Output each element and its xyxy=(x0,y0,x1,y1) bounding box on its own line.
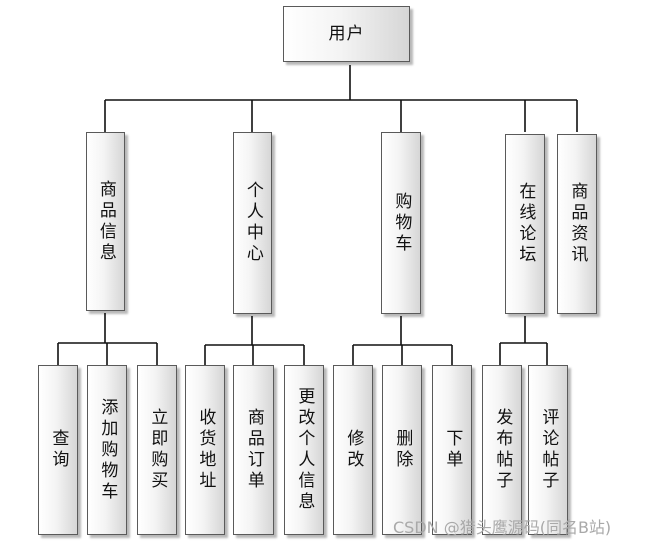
leaf-add-cart: 添加购物车 xyxy=(87,365,127,535)
connector-forum-children xyxy=(499,316,548,365)
leaf-comment-post-label: 评论帖子 xyxy=(538,408,559,492)
root-user-label: 用户 xyxy=(328,23,365,44)
module-goods-news: 商品资讯 xyxy=(557,134,597,314)
module-forum-label: 在线论坛 xyxy=(515,182,536,266)
leaf-add-cart-label: 添加购物车 xyxy=(97,397,118,503)
root-user: 用户 xyxy=(283,6,410,62)
watermark-text: CSDN @猎头鹰源码(同名B站) xyxy=(393,518,612,537)
leaf-buy-now-label: 立即购买 xyxy=(147,408,168,492)
module-personal-center-label: 个人中心 xyxy=(242,181,263,265)
connector-personal-center-children xyxy=(204,316,305,365)
leaf-shipping-address: 收货地址 xyxy=(185,365,225,535)
leaf-delete: 删除 xyxy=(382,365,422,535)
module-personal-center: 个人中心 xyxy=(233,132,272,314)
module-goods-info-label: 商品信息 xyxy=(95,179,116,264)
module-goods-info: 商品信息 xyxy=(86,132,125,311)
leaf-buy-now: 立即购买 xyxy=(137,365,177,535)
connector-cart-children xyxy=(352,316,453,365)
leaf-publish-post-label: 发布帖子 xyxy=(492,408,513,492)
leaf-modify: 修改 xyxy=(333,365,373,535)
leaf-search-label: 查询 xyxy=(48,429,69,471)
leaf-place-order: 下单 xyxy=(432,365,472,535)
leaf-delete-label: 删除 xyxy=(392,429,413,471)
leaf-edit-personal-info: 更改个人信息 xyxy=(284,365,324,535)
leaf-shipping-address-label: 收货地址 xyxy=(195,408,216,492)
module-cart-label: 购物车 xyxy=(391,191,412,255)
leaf-publish-post: 发布帖子 xyxy=(482,365,522,535)
leaf-place-order-label: 下单 xyxy=(442,429,463,471)
leaf-goods-orders: 商品订单 xyxy=(233,365,274,535)
leaf-goods-orders-label: 商品订单 xyxy=(243,408,264,492)
module-goods-news-label: 商品资讯 xyxy=(567,182,588,266)
module-forum: 在线论坛 xyxy=(505,134,545,314)
leaf-edit-personal-info-label: 更改个人信息 xyxy=(294,387,315,513)
leaf-search: 查询 xyxy=(38,365,78,535)
connector-root-modules xyxy=(104,65,578,132)
module-cart: 购物车 xyxy=(381,132,421,314)
leaf-comment-post: 评论帖子 xyxy=(528,365,568,535)
leaf-modify-label: 修改 xyxy=(343,429,364,471)
connector-goods-info-children xyxy=(57,313,158,365)
